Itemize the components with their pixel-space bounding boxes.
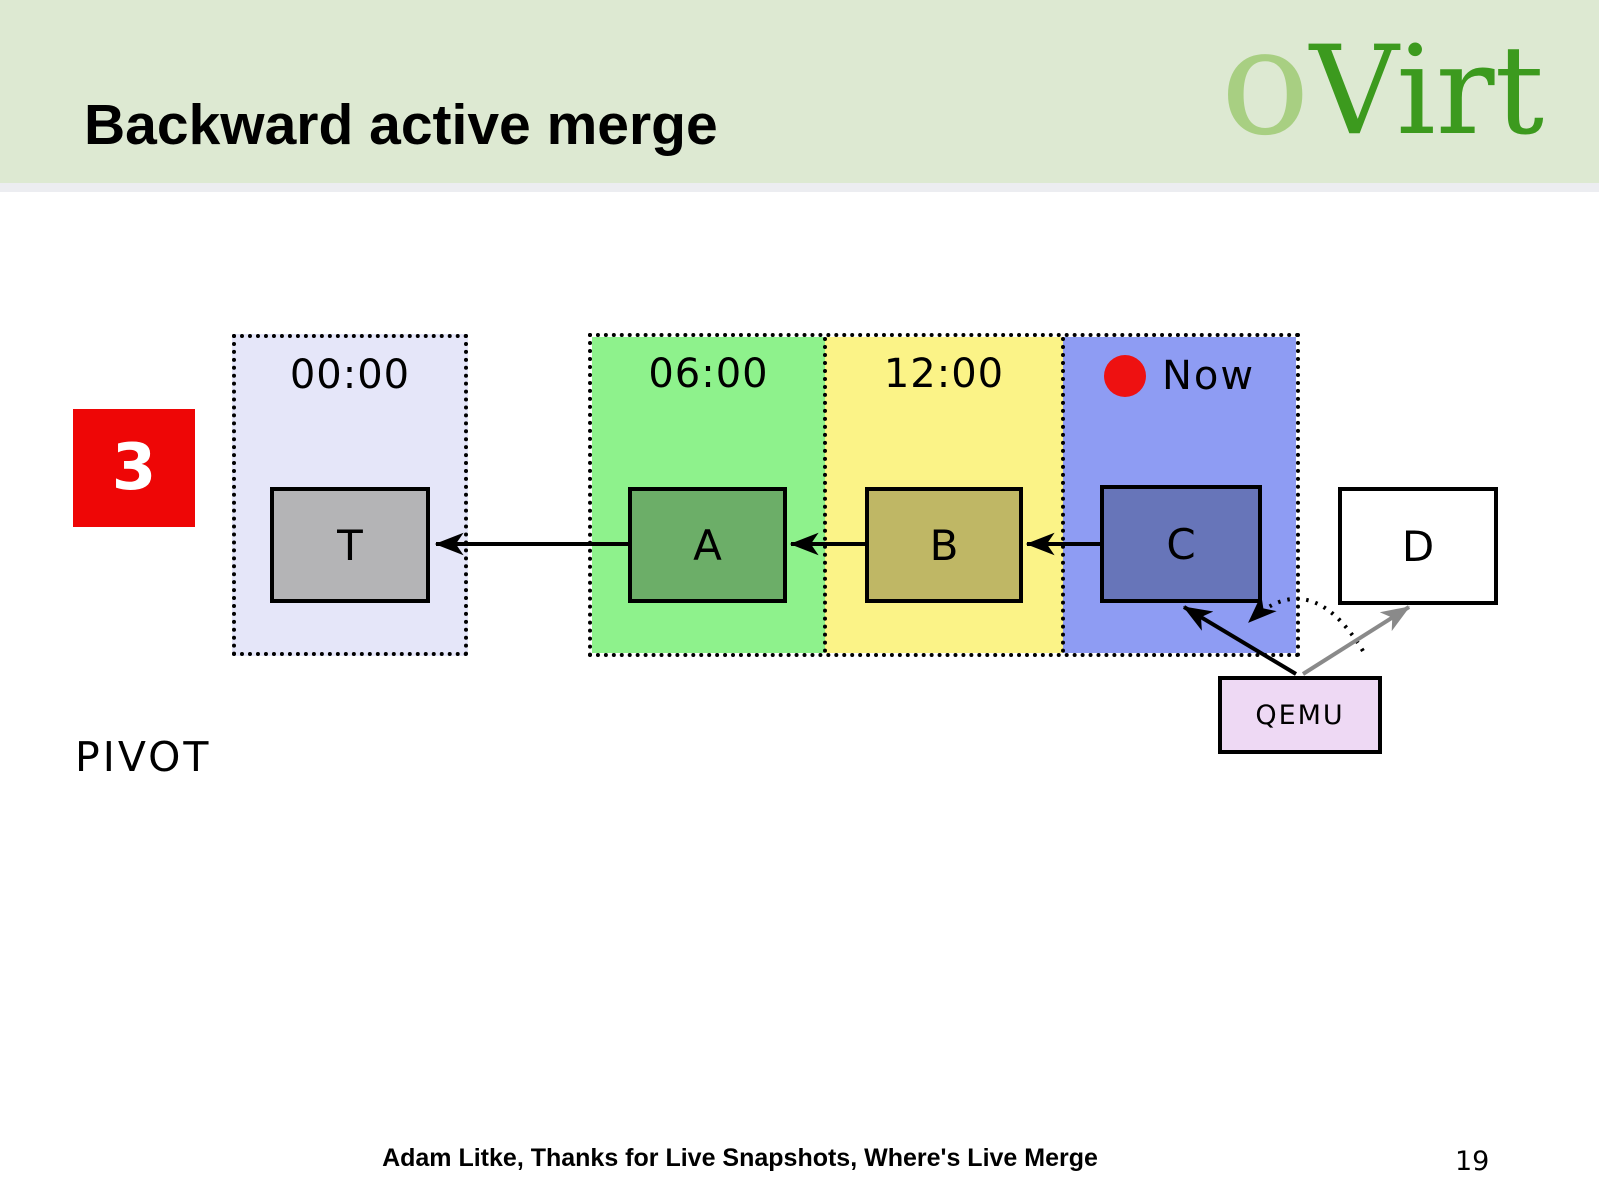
page-number: 19 xyxy=(1455,1146,1490,1177)
now-red-dot-icon xyxy=(1103,355,1146,397)
ovirt-logo-virt: Virt xyxy=(1309,20,1544,163)
footer-credit: Adam Litke, Thanks for Live Snapshots, W… xyxy=(382,1144,1098,1172)
pivot-label: PIVOT xyxy=(75,733,212,781)
ovirt-logo: oVirt xyxy=(1221,8,1544,156)
panel-divider-1 xyxy=(823,337,827,653)
header-band xyxy=(0,0,1599,183)
panel-0000-label: 00:00 xyxy=(289,352,411,398)
arrow-qemu-to-d xyxy=(1301,605,1411,676)
volume-box-d: D xyxy=(1338,487,1498,605)
panel-now-label: Now xyxy=(1161,353,1256,399)
panel-1200-label: 12:00 xyxy=(883,351,1005,397)
volume-box-b: B xyxy=(865,487,1023,603)
panel-now-header: Now xyxy=(1063,353,1296,399)
qemu-box: QEMU xyxy=(1218,676,1382,754)
step-number-badge: 3 xyxy=(73,409,195,527)
volume-box-a: A xyxy=(628,487,787,603)
slide-title: Backward active merge xyxy=(84,93,718,157)
ovirt-logo-o: o xyxy=(1220,0,1310,168)
volume-box-c: C xyxy=(1100,485,1262,603)
panel-0600-label: 06:00 xyxy=(648,351,769,397)
panel-divider-2 xyxy=(1061,337,1065,653)
volume-box-t: T xyxy=(270,487,430,603)
header-divider xyxy=(0,183,1599,192)
